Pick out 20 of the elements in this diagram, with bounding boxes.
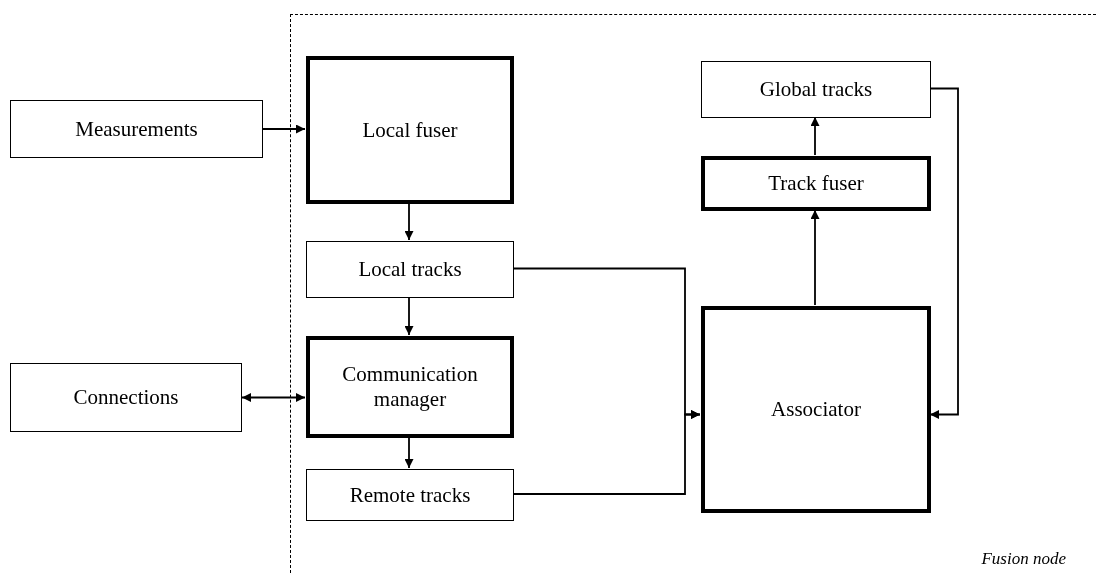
data-box: Remote tracks (306, 469, 514, 521)
region-label: Fusion node (981, 549, 1066, 569)
data-box: Measurements (10, 100, 263, 158)
data-box: Local tracks (306, 241, 514, 298)
process-box: Associator (701, 306, 931, 513)
arrow (810, 209, 820, 306)
process-box: Local fuser (306, 56, 514, 204)
arrow (929, 87, 959, 419)
arrow (241, 393, 306, 402)
arrow (404, 202, 414, 241)
process-box: Track fuser (701, 156, 931, 211)
arrow (404, 296, 414, 336)
data-box: Global tracks (701, 61, 931, 118)
arrow (262, 124, 306, 134)
arrow (512, 410, 701, 495)
data-box: Connections (10, 363, 242, 432)
arrow (810, 116, 820, 156)
arrow (404, 436, 414, 469)
dashed-boundary (290, 14, 1096, 573)
process-box: Communication manager (306, 336, 514, 438)
